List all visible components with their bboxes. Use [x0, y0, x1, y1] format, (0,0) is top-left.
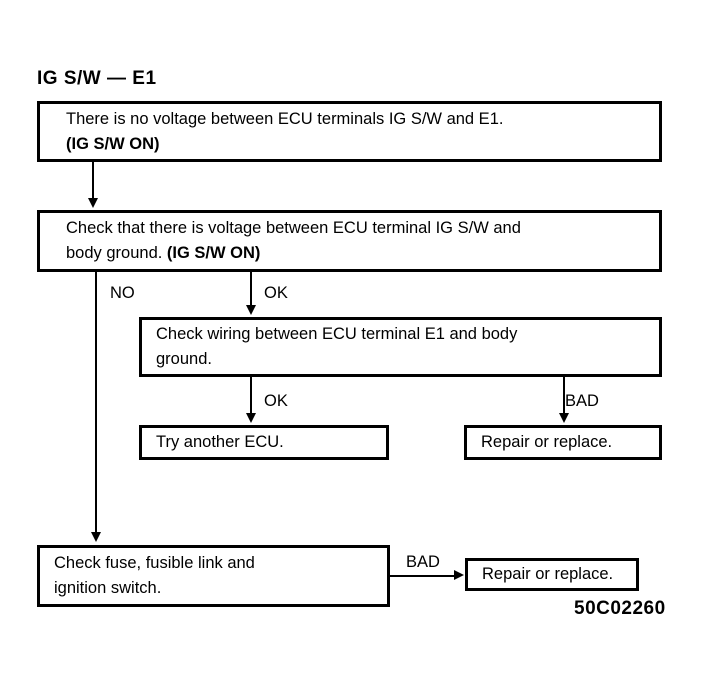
edge-label-bad-bottom: BAD — [406, 553, 440, 571]
node-symptom-line1: There is no voltage between ECU terminal… — [66, 109, 504, 128]
node-check-ig-voltage-line2-text: body ground. — [66, 244, 167, 262]
node-repair-or-replace-bottom: Repair or replace. — [465, 558, 639, 591]
connector-ok-branch-mid — [250, 377, 252, 415]
arrowhead-symptom-to-check-ig — [88, 198, 98, 208]
edge-label-ok-mid: OK — [264, 392, 288, 410]
node-check-ig-voltage-line1: Check that there is voltage between ECU … — [66, 219, 521, 237]
edge-label-no: NO — [110, 284, 135, 302]
connector-no-branch — [95, 272, 97, 534]
node-check-fuse-line1: Check fuse, fusible link and — [54, 554, 255, 572]
connector-bad-branch-bottom — [390, 575, 456, 577]
node-try-another-ecu-line1: Try another ECU. — [156, 433, 284, 451]
node-check-ig-voltage: Check that there is voltage between ECU … — [37, 210, 662, 272]
node-check-fuse: Check fuse, fusible link and ignition sw… — [37, 545, 390, 607]
arrowhead-ok-branch-top — [246, 305, 256, 315]
node-check-e1-wiring: Check wiring between ECU terminal E1 and… — [139, 317, 662, 377]
node-check-fuse-line2: ignition switch. — [54, 579, 162, 597]
node-repair-or-replace-right-line1: Repair or replace. — [481, 433, 613, 451]
connector-bad-branch-mid — [563, 377, 565, 415]
arrowhead-bad-branch-mid — [559, 413, 569, 423]
page-title: IG S/W — E1 — [37, 68, 157, 89]
node-try-another-ecu: Try another ECU. — [139, 425, 389, 460]
arrowhead-no-branch — [91, 532, 101, 542]
node-check-ig-voltage-line2: body ground. (IG S/W ON) — [40, 241, 659, 266]
node-symptom-line2: (IG S/W ON) — [40, 132, 659, 157]
node-symptom-line2-bold: (IG S/W ON) — [66, 134, 160, 153]
edge-label-bad-mid: BAD — [565, 392, 599, 410]
node-check-ig-voltage-line2-bold: (IG S/W ON) — [166, 244, 261, 262]
node-check-e1-wiring-line2: ground. — [156, 350, 212, 368]
connector-symptom-to-check-ig — [92, 162, 94, 200]
node-repair-or-replace-right: Repair or replace. — [464, 425, 662, 460]
arrowhead-bad-branch-bottom — [454, 570, 464, 580]
arrowhead-ok-branch-mid — [246, 413, 256, 423]
edge-label-ok-top: OK — [264, 284, 288, 302]
node-repair-or-replace-bottom-line1: Repair or replace. — [482, 565, 614, 583]
node-check-e1-wiring-line1: Check wiring between ECU terminal E1 and… — [156, 325, 518, 343]
figure-id: 50C02260 — [574, 598, 666, 619]
node-symptom: There is no voltage between ECU terminal… — [37, 101, 662, 162]
connector-ok-branch-top — [250, 272, 252, 307]
